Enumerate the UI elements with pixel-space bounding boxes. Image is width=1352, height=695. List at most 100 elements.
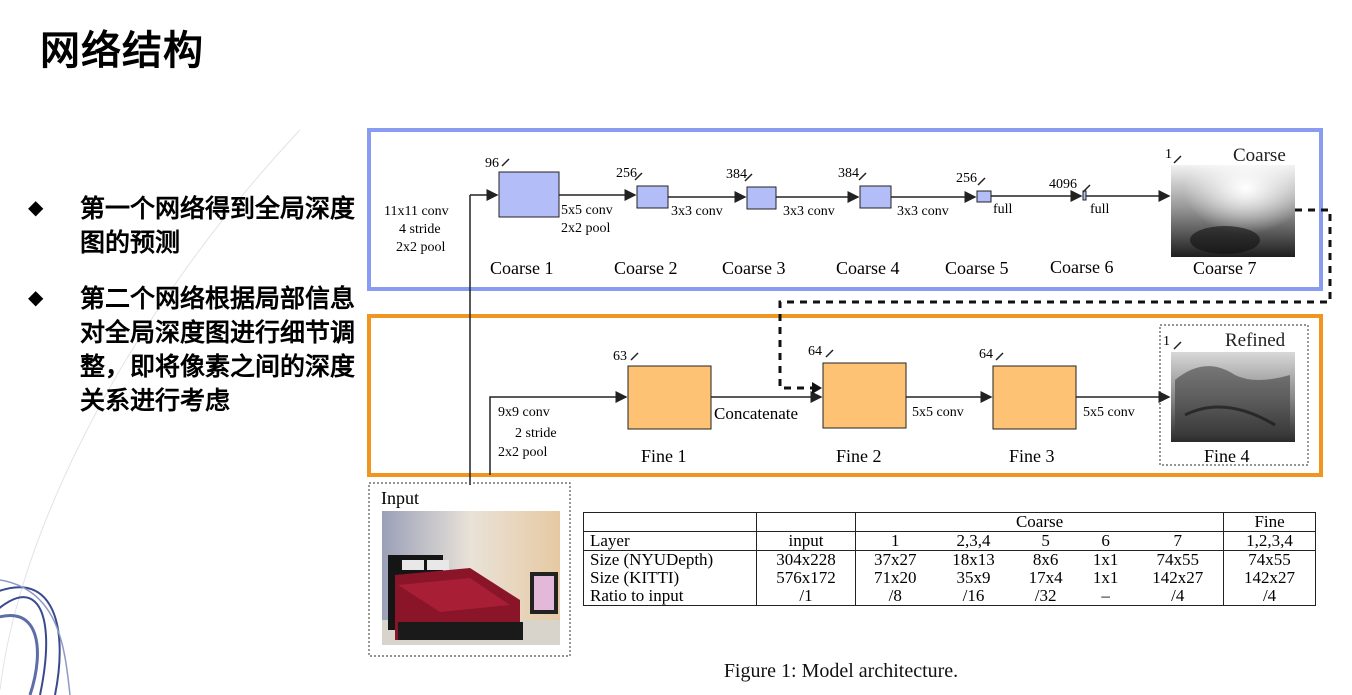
table-cell: 142x27 (1152, 568, 1204, 587)
coarse-op-label: 3x3 conv (783, 204, 835, 219)
table-cell: 576x172 (756, 569, 856, 587)
table-cell: 74x55 (1223, 550, 1316, 569)
coarse-7-channels: 1 (1165, 147, 1172, 162)
coarse-op-label: 3x3 conv (671, 204, 723, 219)
fine-3-channels: 64 (979, 347, 993, 362)
table-cell: 74x55 (1156, 550, 1200, 569)
bullet-item: ◆ 第二个网络根据局部信息对全局深度图进行细节调整，即将像素之间的深度关系进行考… (28, 282, 358, 418)
fine-2-name: Fine 2 (836, 446, 882, 466)
coarse-op-label: full (1090, 202, 1110, 217)
page-title: 网络结构 (40, 28, 204, 74)
input-bedroom-photo (382, 511, 560, 645)
coarse-3-channels: 384 (726, 167, 747, 182)
table-cell: – (1101, 586, 1110, 605)
table-cell: Size (NYUDepth) (583, 550, 757, 569)
table-cell (583, 512, 757, 532)
table-cell: 71x20 (855, 569, 935, 587)
coarse-1-channels: 96 (485, 156, 499, 171)
table-cell: /1 (756, 587, 856, 606)
table-cell: Size (KITTI) (583, 569, 757, 587)
table-cell: /32 (1034, 586, 1057, 605)
table-cell (756, 512, 856, 532)
coarse-op-label: full (993, 202, 1013, 217)
table-row: Size (NYUDepth) 304x228 37x27 18x13 8x6 … (583, 550, 1316, 569)
coarse-op-label: 3x3 conv (897, 204, 949, 219)
fine-1-channels: 63 (613, 349, 627, 364)
coarse-op-label: 2x2 pool (561, 221, 611, 236)
diamond-bullet-icon: ◆ (28, 195, 44, 219)
table-header-cell: 7 (1132, 531, 1224, 551)
fine-panel (367, 314, 1323, 477)
coarse-5-block (976, 190, 992, 203)
input-frame (368, 482, 571, 657)
fine-4-name: Fine 4 (1204, 446, 1250, 466)
coarse-1-name: Coarse 1 (490, 258, 553, 278)
bullet-text: 第一个网络得到全局深度图的预测 (80, 194, 356, 257)
table-header-cell: 6 (1078, 531, 1133, 551)
bullet-item: ◆ 第一个网络得到全局深度图的预测 (28, 192, 358, 260)
layer-size-table: Coarse Fine Layer input 1 2,3,4 5 6 7 1,… (583, 512, 1316, 627)
fine-op-label: Concatenate (714, 404, 798, 423)
diamond-bullet-icon: ◆ (28, 285, 44, 309)
table-cell: /4 (1223, 587, 1316, 606)
coarse-5-channels: 256 (956, 171, 977, 186)
coarse-input-op: 2x2 pool (396, 240, 446, 255)
fine-op-label: 5x5 conv (912, 405, 964, 420)
table-cell: 142x27 (1223, 569, 1316, 587)
table-cell: 1x1 (1092, 568, 1119, 587)
coarse-2-name: Coarse 2 (614, 258, 677, 278)
table-cell: /16 (962, 586, 985, 605)
coarse-5-name: Coarse 5 (945, 258, 1008, 278)
coarse-7-depthmap-shadow (1190, 226, 1260, 254)
coarse-op-label: 5x5 conv (561, 203, 613, 218)
table-cell: Ratio to input (583, 587, 757, 606)
fine-input-op: 2x2 pool (498, 445, 548, 460)
table-cell: Coarse (854, 512, 1224, 532)
table-header-cell: 1 (855, 531, 935, 551)
coarse-3-name: Coarse 3 (722, 258, 785, 278)
table-cell: 1x1 (1092, 550, 1119, 569)
refined-title: Refined (1225, 330, 1286, 351)
table-cell: /8 (855, 587, 935, 606)
table-cell: 8x6 (1032, 550, 1059, 569)
coarse-2-channels: 256 (616, 166, 637, 181)
fine-1-name: Fine 1 (641, 446, 687, 466)
table-header-row: Layer input 1 2,3,4 5 6 7 1,2,3,4 (583, 531, 1316, 551)
figure-caption: Figure 1: Model architecture. (723, 660, 959, 682)
table-cell: 18x13 (952, 550, 995, 569)
fine-input-op: 2 stride (515, 426, 557, 441)
coarse-7-name: Coarse 7 (1193, 258, 1256, 278)
fine-2-block (822, 362, 907, 429)
table-header-cell: 5 (1012, 531, 1079, 551)
table-row: Size (KITTI) 576x172 71x20 35x9 17x4 1x1… (583, 568, 1316, 587)
table-row: Ratio to input /1 /8 /16 /32 – /4 /4 (583, 586, 1316, 606)
table-header-cell: 2,3,4 (934, 531, 1013, 551)
table-group-header-row: Coarse Fine (583, 512, 1316, 532)
table-cell: 17x4 (1028, 568, 1063, 587)
table-cell: 35x9 (956, 568, 991, 587)
input-label: Input (381, 488, 419, 508)
fine-3-name: Fine 3 (1009, 446, 1055, 466)
bullet-text: 第二个网络根据局部信息对全局深度图进行细节调整，即将像素之间的深度关系进行考虑 (80, 284, 356, 415)
coarse-panel-title: Coarse (1233, 145, 1286, 166)
fine-op-label: 5x5 conv (1083, 405, 1135, 420)
table-header-cell: Layer (583, 531, 757, 551)
fine-3-block (992, 365, 1077, 430)
table-header-cell: input (756, 531, 856, 551)
coarse-3-block (746, 186, 777, 210)
coarse-1-block (498, 171, 560, 218)
bullet-list: ◆ 第一个网络得到全局深度图的预测 ◆ 第二个网络根据局部信息对全局深度图进行细… (28, 192, 358, 440)
table-cell: 304x228 (756, 550, 856, 569)
fine-input-op: 9x9 conv (498, 405, 550, 420)
fine-2-channels: 64 (808, 344, 822, 359)
coarse-input-op: 11x11 conv (384, 204, 449, 219)
coarse-4-channels: 384 (838, 166, 859, 181)
fine-1-block (627, 365, 712, 430)
coarse-2-block (636, 185, 669, 209)
table-cell: Fine (1223, 512, 1316, 532)
table-header-cell: 1,2,3,4 (1223, 531, 1316, 551)
coarse-4-name: Coarse 4 (836, 258, 899, 278)
coarse-6-channels: 4096 (1049, 177, 1077, 192)
